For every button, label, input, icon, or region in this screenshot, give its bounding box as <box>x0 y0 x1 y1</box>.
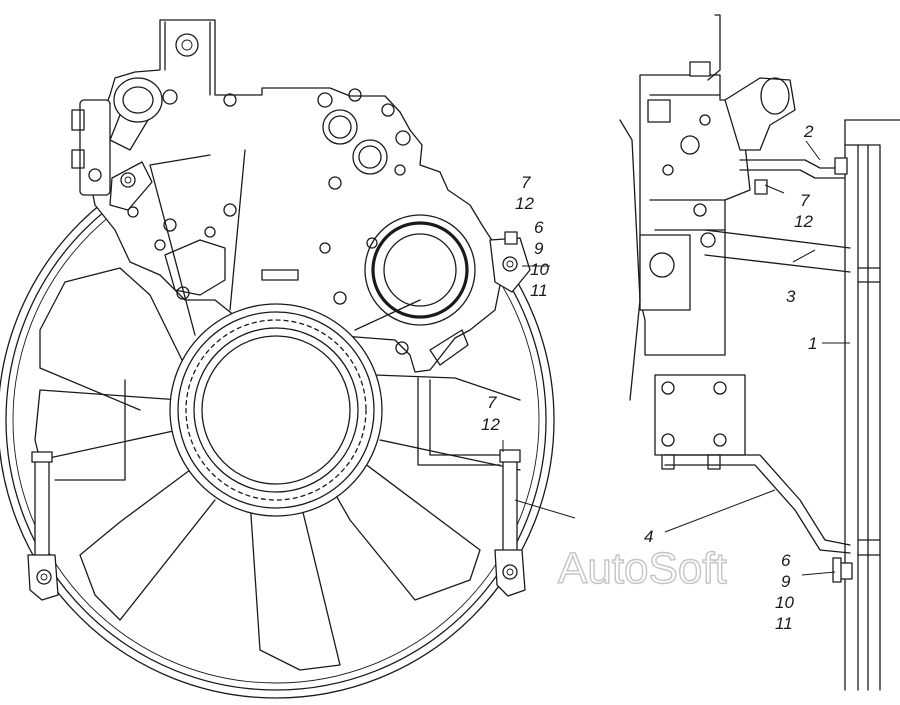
shroud-mount-upper-right <box>489 231 531 293</box>
shroud-strut-right <box>417 377 526 597</box>
label-1-radiator: 1 <box>808 334 817 353</box>
autosoft-watermark: AutoSoft <box>558 544 727 593</box>
callout-labels: 7 12 6 9 10 11 7 12 4 2 7 12 3 1 6 9 10 … <box>481 122 817 633</box>
side-brace <box>700 229 851 273</box>
label-12-front-upper: 12 <box>515 194 534 213</box>
label-7-front-upper: 7 <box>521 173 531 192</box>
shroud-strut-left <box>27 379 126 601</box>
shroud-mount-upper-left <box>109 161 153 211</box>
engine-front-cover <box>71 19 501 373</box>
label-10-side: 10 <box>775 593 794 612</box>
side-shroud-support <box>664 454 853 583</box>
label-6-side: 6 <box>781 551 791 570</box>
radiator <box>844 119 900 691</box>
label-11-side: 11 <box>775 614 793 633</box>
label-10-front-upper: 10 <box>530 260 549 279</box>
label-3-brace: 3 <box>786 287 796 306</box>
engine-side <box>619 14 796 470</box>
label-7-front-lower: 7 <box>487 393 497 412</box>
label-7-side: 7 <box>800 191 810 210</box>
label-11-front-upper: 11 <box>530 281 548 300</box>
leader-lines <box>502 140 850 576</box>
label-9-side: 9 <box>781 572 791 591</box>
label-6-front-upper: 6 <box>534 218 544 237</box>
label-4-shroud: 4 <box>644 527 653 546</box>
fan-hub <box>169 303 383 517</box>
label-9-front-upper: 9 <box>534 239 544 258</box>
label-12-side: 12 <box>794 212 813 231</box>
side-view <box>619 14 900 691</box>
label-12-front-lower: 12 <box>481 415 500 434</box>
side-tube <box>739 157 848 195</box>
front-view <box>0 19 555 699</box>
label-2-tube: 2 <box>803 122 814 141</box>
